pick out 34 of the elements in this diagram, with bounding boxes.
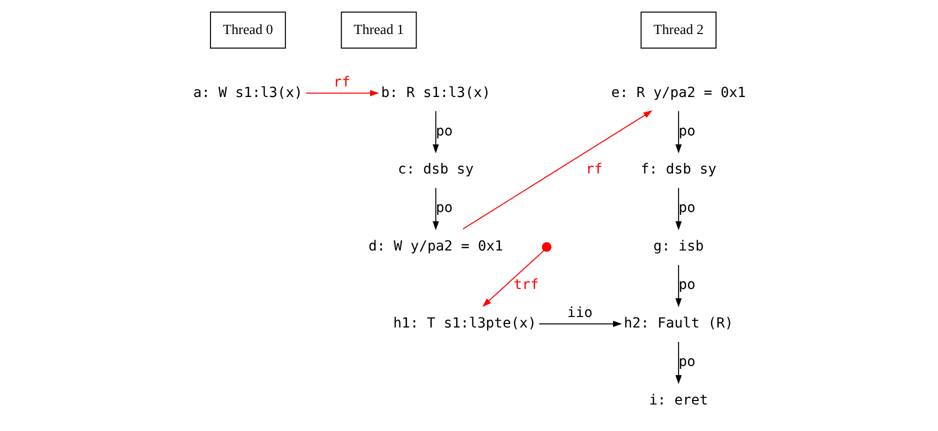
node-text: h1: T s1:l3pte(x) bbox=[392, 316, 536, 332]
node-text: a: W s1:l3(x) bbox=[192, 84, 302, 101]
edge-label: trf bbox=[513, 277, 538, 294]
node-text: f: dsb sy bbox=[640, 162, 716, 178]
arrow bbox=[482, 250, 544, 307]
arrow bbox=[432, 110, 438, 154]
edge-label: po bbox=[678, 123, 695, 140]
node-circle bbox=[541, 242, 551, 252]
arrow bbox=[462, 110, 652, 230]
arrow bbox=[674, 110, 682, 154]
edge-label: po bbox=[435, 200, 452, 216]
arrow bbox=[305, 90, 379, 96]
arrow bbox=[674, 341, 682, 384]
node-box: Thread 0 bbox=[209, 12, 286, 49]
node-box: Thread 1 bbox=[340, 12, 416, 49]
arrow bbox=[674, 188, 682, 230]
edge-label: po bbox=[678, 354, 695, 370]
node-box: Thread 2 bbox=[640, 12, 716, 49]
edge-label: po bbox=[678, 277, 695, 294]
node-text: h2: Fault (R) bbox=[623, 316, 733, 332]
node-text: b: R s1:l3(x) bbox=[380, 84, 490, 101]
arrow bbox=[432, 188, 438, 230]
edge-label: iio bbox=[566, 305, 592, 322]
node-text: e: R y/pa2 = 0x1 bbox=[610, 84, 746, 101]
edge-label: po bbox=[435, 123, 452, 140]
node-text: g: isb bbox=[652, 238, 704, 255]
node-text: i: eret bbox=[648, 392, 708, 409]
arrow bbox=[674, 264, 682, 308]
edge-label: rf bbox=[585, 162, 602, 178]
edge-label: po bbox=[678, 200, 695, 216]
node-text: d: W y/pa2 = 0x1 bbox=[368, 238, 503, 255]
edge-label: rf bbox=[332, 74, 350, 90]
node-text: c: dsb sy bbox=[397, 162, 474, 178]
arrow bbox=[538, 320, 622, 328]
